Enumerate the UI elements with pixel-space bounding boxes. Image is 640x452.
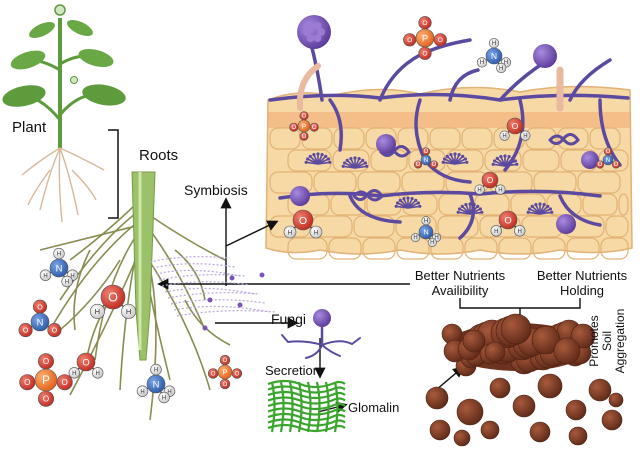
bna-line-1: Better Nutrients — [414, 268, 506, 283]
svg-text:H: H — [126, 307, 131, 316]
psa-line-3: Aggregation — [613, 308, 627, 374]
svg-text:H: H — [70, 273, 74, 279]
root-hairs — [296, 63, 564, 112]
svg-text:O: O — [211, 371, 216, 377]
secretion-label: Secretion — [265, 363, 320, 378]
svg-text:N: N — [423, 228, 428, 237]
bnh-line-2: Holding — [559, 283, 605, 298]
svg-text:O: O — [302, 134, 307, 140]
roots-bracket — [108, 129, 119, 219]
svg-text:H: H — [523, 133, 527, 139]
svg-text:O: O — [504, 215, 511, 226]
bnh-line-1: Better Nutrients — [536, 268, 628, 283]
svg-text:O: O — [43, 357, 49, 366]
svg-text:H: H — [502, 133, 506, 139]
fungi-label: Fungi — [271, 311, 307, 327]
svg-text:O: O — [223, 358, 228, 364]
svg-text:H: H — [162, 396, 166, 402]
svg-text:N: N — [153, 379, 160, 390]
svg-text:O: O — [422, 20, 427, 27]
svg-text:H: H — [518, 229, 522, 235]
svg-text:H: H — [65, 280, 69, 286]
svg-text:H: H — [492, 41, 496, 47]
svg-text:P: P — [422, 33, 428, 44]
better-nutrients-holding-label: Better Nutrients Holding — [526, 268, 638, 298]
svg-text:H: H — [480, 60, 484, 66]
svg-text:O: O — [291, 125, 296, 131]
plant-label: Plant — [12, 119, 47, 136]
svg-text:O: O — [37, 303, 43, 311]
svg-text:O: O — [82, 357, 89, 368]
svg-text:H: H — [434, 235, 438, 241]
svg-text:H: H — [154, 368, 158, 374]
svg-text:P: P — [223, 368, 228, 377]
glomalin-protein — [267, 379, 346, 433]
svg-text:H: H — [140, 389, 144, 395]
svg-text:O: O — [416, 162, 421, 168]
svg-text:O: O — [312, 125, 317, 131]
plant-roots-small — [21, 147, 105, 223]
svg-text:H: H — [494, 229, 498, 235]
symbiosis-label: Symbiosis — [184, 182, 248, 198]
bna-line-2: Availibility — [431, 283, 489, 298]
svg-text:H: H — [424, 218, 428, 224]
roots-label: Roots — [139, 147, 179, 164]
svg-text:H: H — [430, 240, 434, 246]
svg-text:O: O — [43, 395, 49, 404]
svg-text:O: O — [223, 382, 228, 388]
svg-text:O: O — [512, 121, 519, 131]
svg-text:H: H — [498, 187, 502, 193]
svg-text:O: O — [299, 215, 307, 227]
svg-text:O: O — [422, 51, 427, 58]
svg-text:O: O — [438, 37, 443, 44]
root-hyphae — [149, 256, 276, 331]
svg-text:N: N — [37, 317, 44, 328]
svg-text:N: N — [56, 263, 63, 274]
plant-shoot — [2, 4, 126, 148]
glomalin-label: Glomalin — [348, 400, 400, 415]
svg-text:O: O — [424, 149, 429, 155]
root-cortex-panel — [265, 15, 633, 260]
better-nutrients-availability-label: Better Nutrients Availibility — [404, 268, 516, 298]
svg-text:H: H — [43, 273, 47, 279]
svg-text:H: H — [95, 307, 100, 316]
svg-text:N: N — [491, 51, 497, 61]
svg-text:O: O — [23, 327, 29, 335]
svg-text:H: H — [413, 235, 417, 241]
svg-text:H: H — [504, 60, 508, 66]
svg-text:P: P — [42, 375, 50, 387]
svg-text:O: O — [598, 162, 603, 168]
svg-text:N: N — [606, 158, 610, 164]
svg-text:O: O — [432, 162, 437, 168]
soil-aggregates-small — [425, 373, 624, 447]
svg-text:O: O — [614, 162, 619, 168]
promotes-soil-aggregation-label: Promotes Soil Aggregation — [587, 296, 627, 386]
svg-text:O: O — [606, 149, 611, 155]
svg-text:H: H — [57, 252, 61, 258]
fungus-spore — [281, 309, 361, 359]
svg-text:H: H — [96, 371, 100, 377]
svg-text:O: O — [62, 378, 68, 387]
svg-text:H: H — [72, 371, 76, 377]
svg-text:O: O — [487, 175, 494, 185]
svg-text:H: H — [167, 389, 171, 395]
svg-text:N: N — [424, 158, 428, 164]
svg-text:O: O — [24, 378, 30, 387]
svg-text:O: O — [52, 327, 58, 335]
svg-text:H: H — [477, 187, 481, 193]
svg-text:O: O — [407, 37, 412, 44]
svg-text:O: O — [108, 291, 118, 305]
svg-text:H: H — [314, 229, 319, 236]
svg-text:O: O — [235, 371, 240, 377]
svg-text:P: P — [302, 123, 306, 130]
svg-text:H: H — [288, 229, 293, 236]
svg-text:H: H — [499, 66, 503, 72]
soil-aggregate-big — [441, 313, 596, 377]
svg-text:O: O — [302, 113, 307, 119]
